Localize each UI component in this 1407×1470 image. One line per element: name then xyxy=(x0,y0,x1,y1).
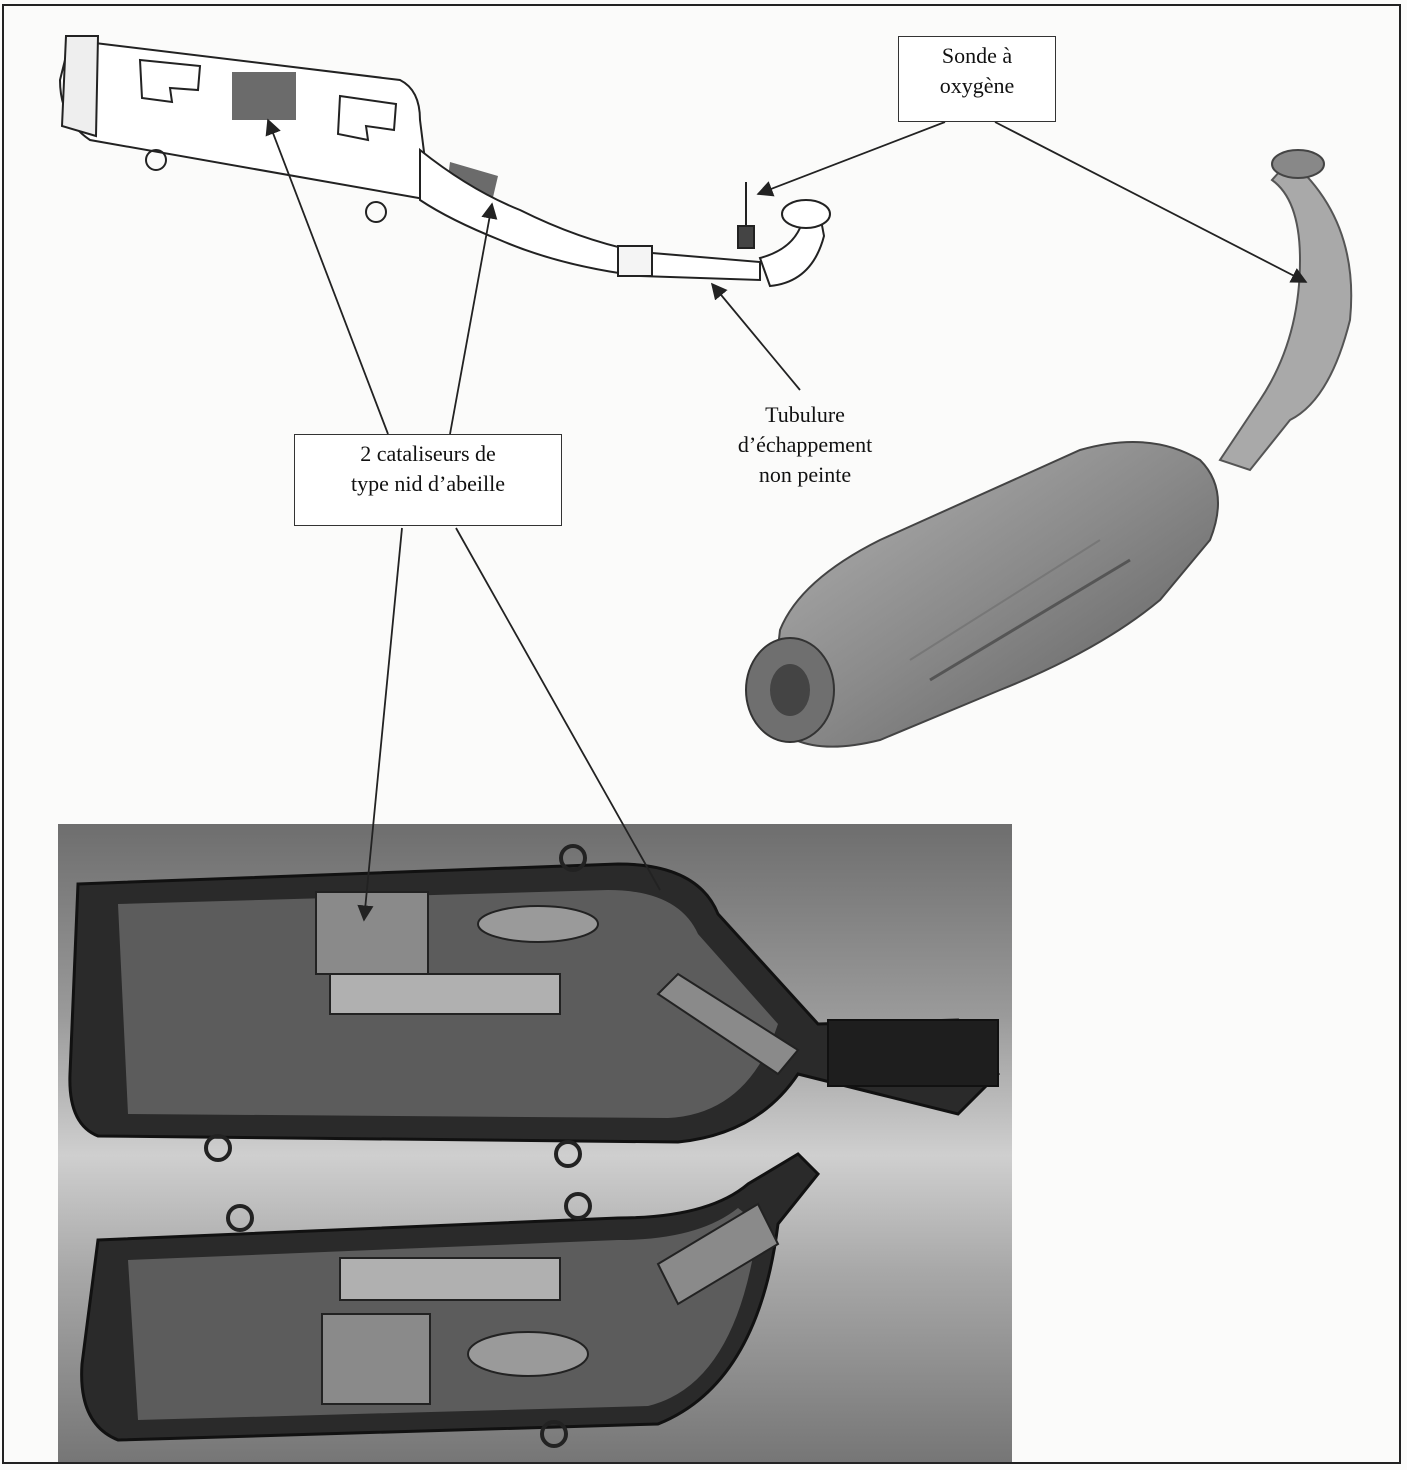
catalyst-honeycomb-upper-2 xyxy=(656,972,800,1076)
figure-frame xyxy=(2,4,1401,1464)
leader-lines xyxy=(265,118,1308,922)
cutaway-photo-art xyxy=(68,844,1000,1448)
exhaust-pipe-label: Tubulure d’échappement non peinte xyxy=(690,400,920,490)
cutaway-photo xyxy=(58,824,1012,1462)
cutaway-muffler-upper xyxy=(68,844,1000,1168)
catalysts-label: 2 cataliseurs de type nid d’abeille xyxy=(294,434,562,526)
catalysts-label-line-1: 2 cataliseurs de xyxy=(360,441,496,466)
exhaust-line-drawing xyxy=(58,35,831,288)
exhaust-pipe-label-line-3: non peinte xyxy=(758,462,852,487)
cutaway-muffler-lower xyxy=(80,1152,821,1448)
catalysts-label-line-2: type nid d’abeille xyxy=(351,471,505,496)
oxygen-sensor-label: Sonde à oxygène xyxy=(898,36,1056,122)
catalyst-mark-1 xyxy=(232,72,296,120)
exhaust-pipe-label-line-2: d’échappement xyxy=(737,432,873,457)
oxygen-sensor-label-line-2: oxygène xyxy=(939,73,1015,98)
catalyst-honeycomb-lower xyxy=(321,1313,431,1405)
exhaust-pipe-label-line-1: Tubulure xyxy=(765,402,845,427)
oxygen-sensor-label-line-1: Sonde à xyxy=(941,43,1013,68)
muffler-photo xyxy=(745,149,1353,748)
